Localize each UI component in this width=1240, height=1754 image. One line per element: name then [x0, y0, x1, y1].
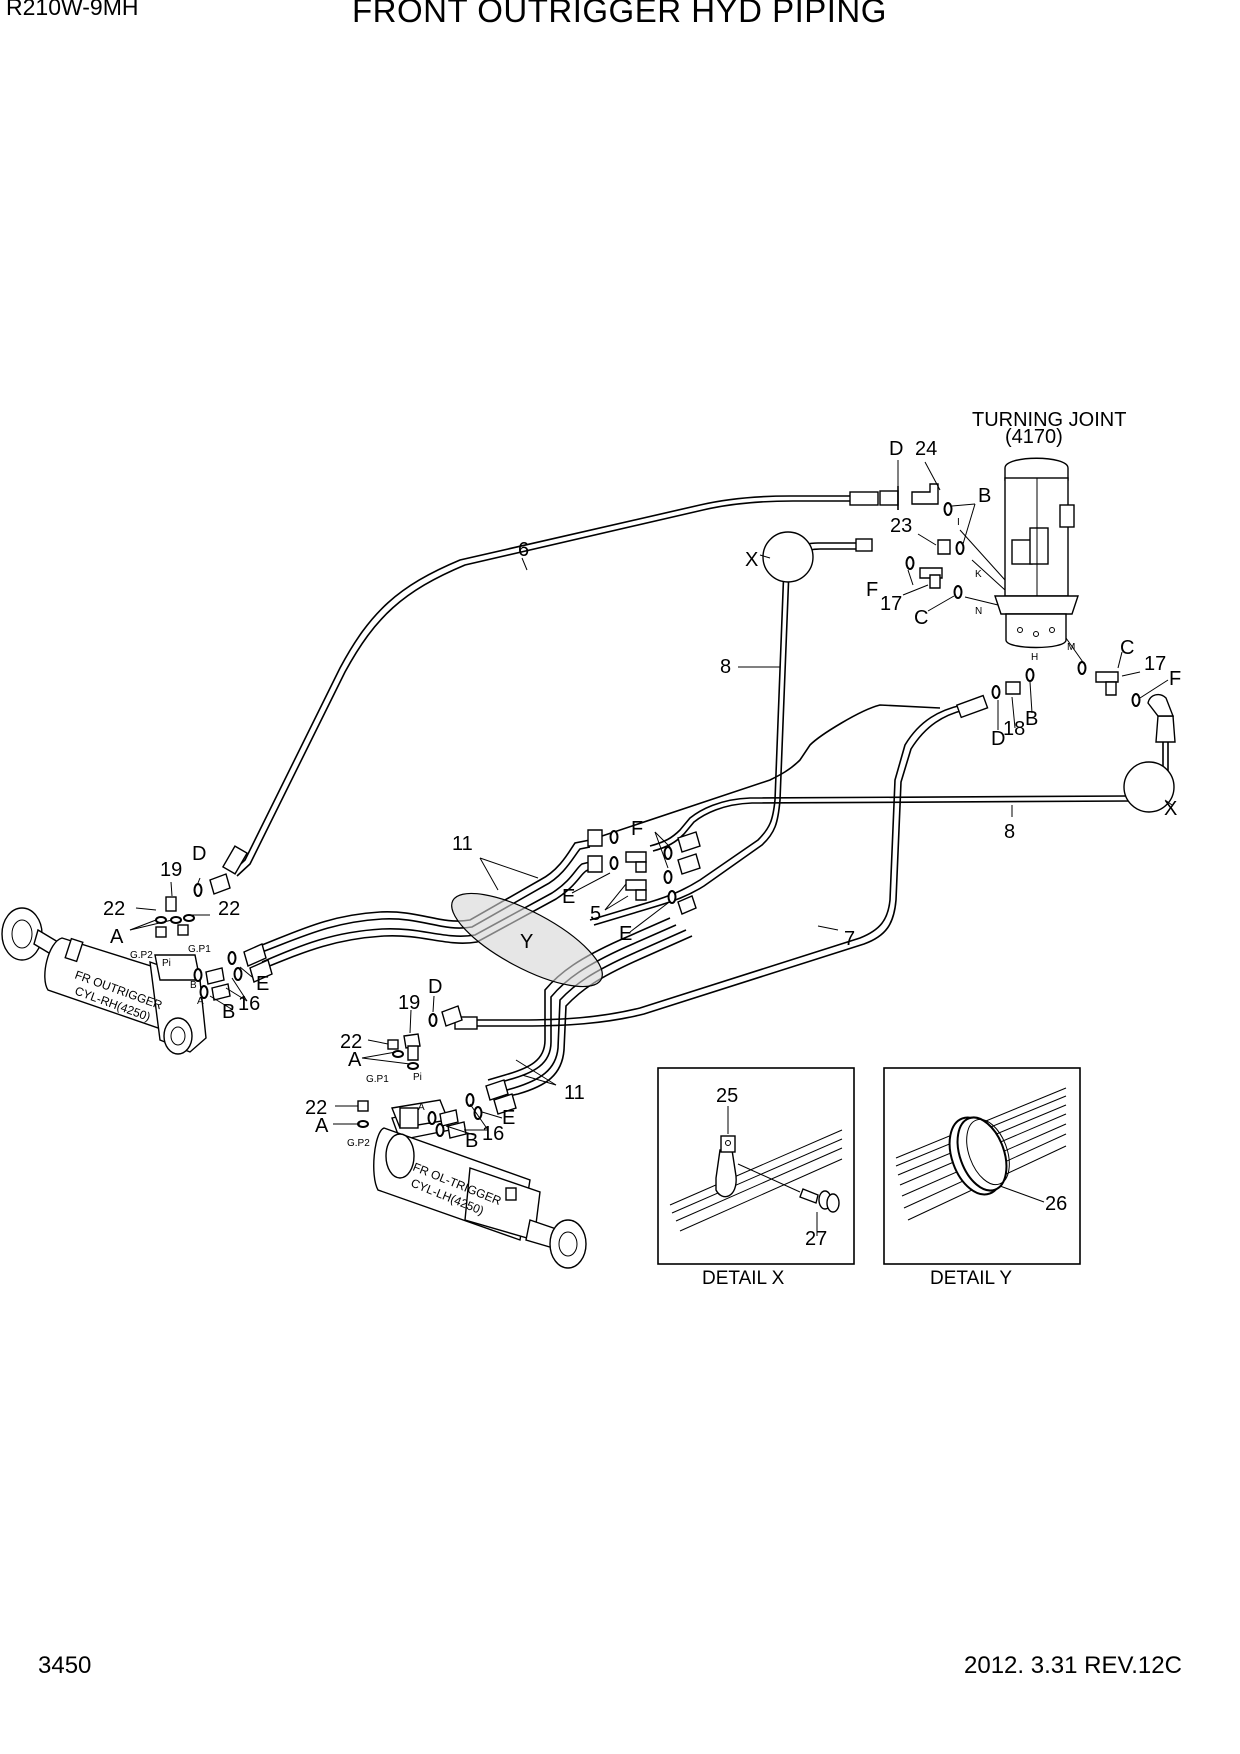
- hose-7: [454, 694, 989, 1030]
- callout-d-rh: D: [192, 843, 206, 865]
- callout-f: F: [866, 579, 878, 601]
- callout-23: 23: [890, 515, 912, 537]
- callout-22-rh-left: 22: [103, 898, 125, 920]
- callout-16-rh: 16: [238, 993, 260, 1015]
- port-h: H: [1031, 652, 1038, 663]
- callout-e-lh: E: [502, 1107, 515, 1129]
- callout-e-mid-upper: E: [562, 886, 575, 908]
- callout-a-rh: A: [110, 926, 124, 948]
- callout-b: B: [978, 485, 991, 507]
- detail-x-marker-right: [1123, 761, 1175, 813]
- cylinder-lh: FR OL-TRIGGER CYL-LH(4250) G.P1 Pi G.P2 …: [347, 1005, 587, 1269]
- callout-b-lh: B: [465, 1130, 478, 1152]
- callout-labels: D 24 B 23 X F 17 C 6 8 C 17 F D 18 B X 8…: [103, 438, 1181, 1152]
- callout-f-right: F: [1169, 668, 1181, 690]
- callout-b-rh: B: [222, 1001, 235, 1023]
- cylinder-rh: FR OUTRIGGER CYL-RH(4250) G.P2 Pi G.P1 B…: [1, 873, 273, 1055]
- lh-port-gp1: G.P1: [366, 1074, 389, 1085]
- revision-date: 2012. 3.31 REV.12C: [964, 1652, 1182, 1679]
- callout-e-rh: E: [256, 973, 269, 995]
- detail-x: 25 27 DETAIL X: [657, 1067, 855, 1289]
- callout-e-mid-lower: E: [619, 923, 632, 945]
- callout-6: 6: [518, 539, 529, 561]
- callout-16-lh: 16: [482, 1123, 504, 1145]
- detail-y-marker: [451, 892, 603, 988]
- hose-6: [221, 491, 879, 877]
- callout-7: 7: [844, 928, 855, 950]
- model-number: R210W-9MH: [6, 0, 139, 20]
- callout-x: X: [745, 549, 758, 571]
- page-number: 3450: [38, 1652, 92, 1679]
- port-i: I: [957, 517, 960, 528]
- callout-5: 5: [590, 903, 601, 925]
- rh-port-a: A: [197, 996, 204, 1007]
- lh-port-a: A: [418, 1102, 425, 1113]
- callout-22-rh-right: 22: [218, 898, 240, 920]
- callout-x-right: X: [1164, 798, 1177, 820]
- turning-joint: TURNING JOINT (4170) I K N M H: [957, 409, 1126, 666]
- leader-lines: [129, 460, 1173, 1136]
- rh-port-gp1: G.P1: [188, 944, 211, 955]
- callout-c: C: [914, 607, 928, 629]
- callout-d-right: D: [991, 728, 1005, 750]
- detail-x-marker-upper: [762, 531, 814, 583]
- hose-mid-connectors: [589, 704, 941, 841]
- fittings-top: [879, 483, 1141, 707]
- lh-port-gp2: G.P2: [347, 1138, 370, 1149]
- rh-port-gp2: G.P2: [130, 950, 153, 961]
- rh-port-b: B: [190, 980, 197, 991]
- page-title: FRONT OUTRIGGER HYD PIPING: [352, 0, 887, 29]
- callout-a-lh-bottom: A: [315, 1115, 329, 1137]
- lh-port-pi: Pi: [413, 1072, 422, 1083]
- hose-11-group-lower: [487, 917, 693, 1099]
- callout-17-right: 17: [1144, 653, 1166, 675]
- callout-19-lh: 19: [398, 992, 420, 1014]
- rh-port-pi: Pi: [162, 958, 171, 969]
- detail-x-part-27: 27: [805, 1228, 827, 1250]
- callout-c-right: C: [1120, 637, 1134, 659]
- callout-19-rh: 19: [160, 859, 182, 881]
- callout-f-mid: F: [631, 818, 643, 840]
- callout-a-lh-top: A: [348, 1049, 362, 1071]
- port-k: K: [975, 569, 982, 580]
- callout-18: 18: [1003, 718, 1025, 740]
- detail-y-part-26: 26: [1045, 1193, 1067, 1215]
- callout-b-right: B: [1025, 708, 1038, 730]
- callout-11-top: 11: [452, 833, 473, 855]
- detail-y: 26 DETAIL Y: [883, 1067, 1081, 1289]
- callout-8-right: 8: [1004, 821, 1015, 843]
- port-m: M: [1067, 642, 1075, 653]
- callout-d: D: [889, 438, 903, 460]
- callout-11-lh: 11: [564, 1082, 585, 1104]
- hose-8-right: [649, 693, 1176, 852]
- turning-joint-code: (4170): [1005, 426, 1063, 448]
- turning-joint-label: TURNING JOINT: [972, 409, 1126, 431]
- callout-d-lh: D: [428, 976, 442, 998]
- callout-22-lh-bottom: 22: [305, 1097, 327, 1119]
- port-n: N: [975, 606, 982, 617]
- hose-8-upper: [589, 538, 873, 926]
- fittings-middle: [587, 829, 701, 915]
- callout-y: Y: [520, 931, 533, 953]
- detail-y-caption: DETAIL Y: [930, 1268, 1012, 1289]
- detail-x-caption: DETAIL X: [702, 1268, 785, 1289]
- callout-8: 8: [720, 656, 731, 678]
- callout-17: 17: [880, 593, 902, 615]
- detail-x-part-25: 25: [716, 1085, 738, 1107]
- callout-22-lh-top: 22: [340, 1031, 362, 1053]
- callout-24: 24: [915, 438, 937, 460]
